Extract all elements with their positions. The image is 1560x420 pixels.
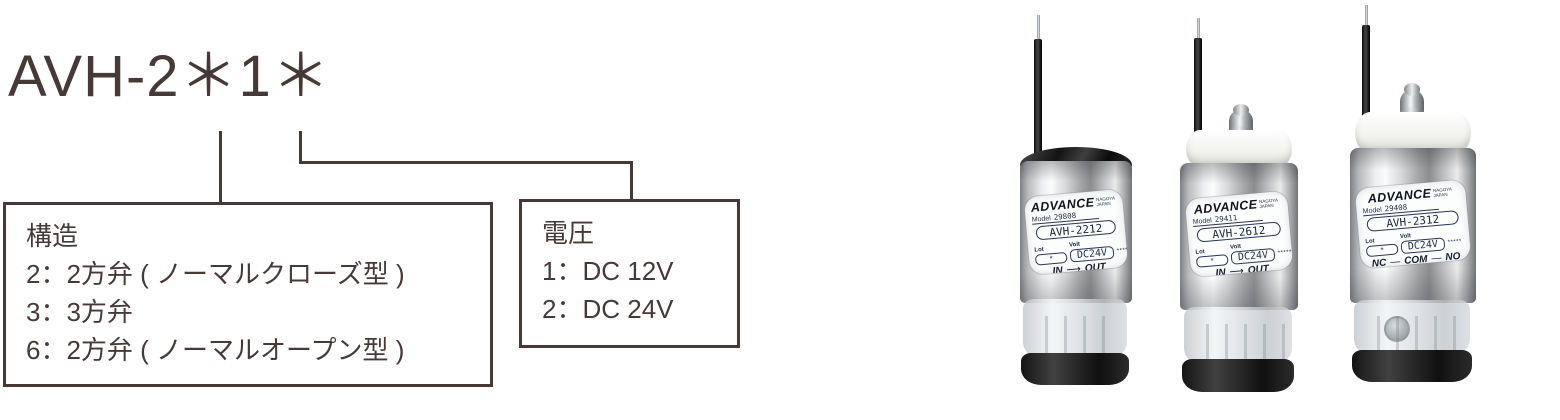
lead-wire-tip <box>1365 5 1368 27</box>
lead-wire <box>1034 39 1042 155</box>
model-word: Model <box>1031 215 1052 224</box>
model-number: 29408 <box>1384 202 1408 214</box>
volt-suffix: ***** <box>1116 247 1129 255</box>
model-word: Model <box>1192 217 1213 226</box>
connector-line-structure <box>219 131 222 202</box>
port-out: OUT <box>1084 261 1107 275</box>
model-word: Model <box>1362 206 1383 216</box>
white-top-cap <box>1355 112 1471 154</box>
clear-section-hole <box>1384 316 1410 342</box>
origin-text: NAGOYA JAPAN <box>1432 186 1452 198</box>
origin-text: NAGOYA JAPAN <box>1095 195 1115 207</box>
port-no: NO <box>1444 251 1461 264</box>
lead-wire-tip <box>1037 15 1040 41</box>
volt-value: DC24V <box>1400 237 1446 255</box>
flow-arrow-icon: ⟶ <box>1229 265 1245 278</box>
connector-line-voltage-stub <box>299 131 302 164</box>
black-base <box>1021 353 1129 385</box>
port-out: OUT <box>1247 263 1270 277</box>
voltage-option-2: 2：DC 24V <box>542 294 674 324</box>
structure-spec-box: 構造 2：2方弁 ( ノーマルクローズ型 ) 3：3方弁 6：2方弁 ( ノーマ… <box>3 202 493 387</box>
lead-wire-tip <box>1197 18 1200 40</box>
voltage-spec-box: 電圧 1：DC 12V 2：DC 24V <box>519 199 740 348</box>
structure-box-title: 構造 <box>26 221 79 251</box>
structure-option-2: 2：2方弁 ( ノーマルクローズ型 ) <box>26 259 405 289</box>
port-dash: — <box>1389 256 1401 269</box>
volt-value: DC24V <box>1230 247 1276 265</box>
voltage-box-title: 電圧 <box>542 218 595 248</box>
structure-option-6: 6：2方弁 ( ノーマルオープン型 ) <box>26 335 405 365</box>
port-nc: NC <box>1371 257 1387 269</box>
origin-text: NAGOYA JAPAN <box>1258 197 1278 209</box>
white-top-cap <box>1186 130 1292 168</box>
black-base <box>1352 350 1472 382</box>
clear-valve-section <box>1023 299 1127 357</box>
lead-wire <box>1362 25 1370 131</box>
clear-valve-section <box>1354 300 1470 354</box>
model-number: 29808 <box>1053 210 1077 222</box>
volt-suffix: ***** <box>1277 249 1293 257</box>
volt-suffix: ***** <box>1447 238 1463 247</box>
connector-line-voltage-horizontal <box>299 161 633 164</box>
volt-value: DC24V <box>1069 245 1115 263</box>
voltage-option-1: 1：DC 12V <box>542 256 674 286</box>
port-in: IN <box>1052 265 1064 276</box>
lot-value: * <box>1195 254 1229 268</box>
structure-option-3: 3：3方弁 <box>26 297 133 327</box>
model-number: 29411 <box>1214 213 1238 225</box>
port-com: COM <box>1403 253 1429 267</box>
flow-arrow-icon: ⟶ <box>1066 263 1082 276</box>
lead-wire <box>1194 38 1202 150</box>
model-code-title: AVH-2＊1＊ <box>8 44 331 109</box>
clear-valve-section <box>1184 307 1292 363</box>
lot-value: * <box>1365 243 1399 258</box>
black-base <box>1182 359 1294 392</box>
port-in: IN <box>1215 267 1227 278</box>
lot-value: * <box>1034 251 1068 266</box>
connector-line-voltage-drop <box>630 161 633 199</box>
port-dash: — <box>1431 252 1442 265</box>
